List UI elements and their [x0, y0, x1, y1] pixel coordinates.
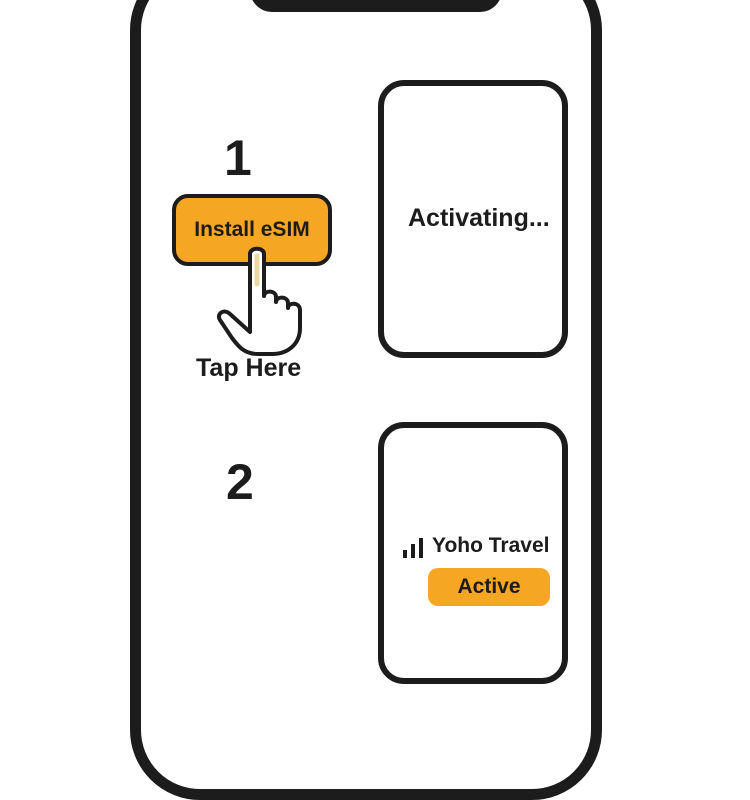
activating-text: Activating... — [408, 204, 550, 232]
phone-notch — [250, 0, 502, 12]
active-screen: Yoho Travel Active — [378, 422, 568, 684]
step-number-1: 1 — [224, 130, 252, 186]
activating-screen: Activating... — [378, 80, 568, 358]
tap-here-label: Tap Here — [196, 354, 302, 382]
signal-bars-icon — [403, 538, 423, 558]
step-number-2: 2 — [226, 454, 254, 510]
carrier-name: Yoho Travel — [432, 534, 550, 557]
hand-pointer-icon — [217, 246, 302, 356]
carrier-row: Yoho Travel — [402, 534, 549, 558]
active-status-badge: Active — [428, 568, 550, 606]
